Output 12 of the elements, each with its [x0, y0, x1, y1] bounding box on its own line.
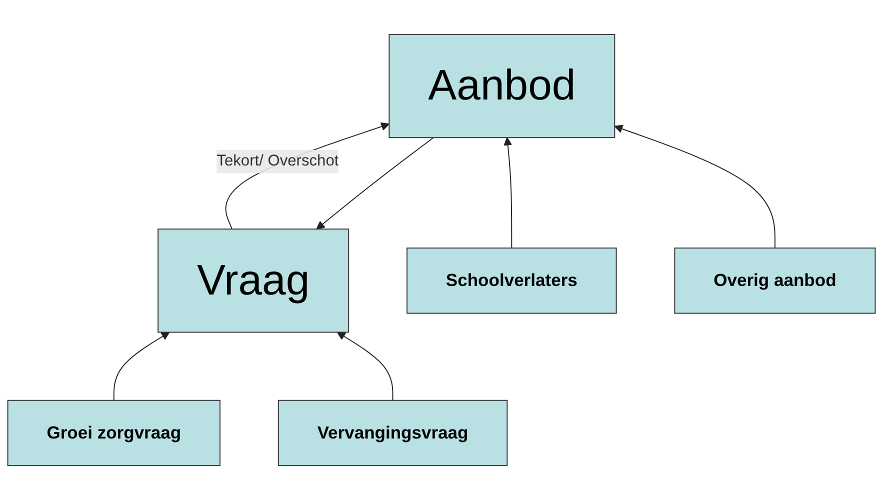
arrow — [336, 332, 394, 401]
arrow — [614, 124, 776, 249]
node-box: Groei zorgvraag — [7, 400, 220, 466]
arrow — [504, 137, 512, 249]
arrow — [316, 137, 434, 230]
edge-label: Tekort/ Overschot — [216, 152, 339, 170]
node-box: Aanbod — [388, 34, 616, 138]
arrow — [113, 332, 170, 401]
node-box: Overig aanbod — [674, 248, 876, 314]
node-box: Vraag — [158, 228, 350, 333]
node-box: Vervangingsvraag — [278, 400, 508, 466]
node-box: Schoolverlaters — [406, 248, 617, 314]
